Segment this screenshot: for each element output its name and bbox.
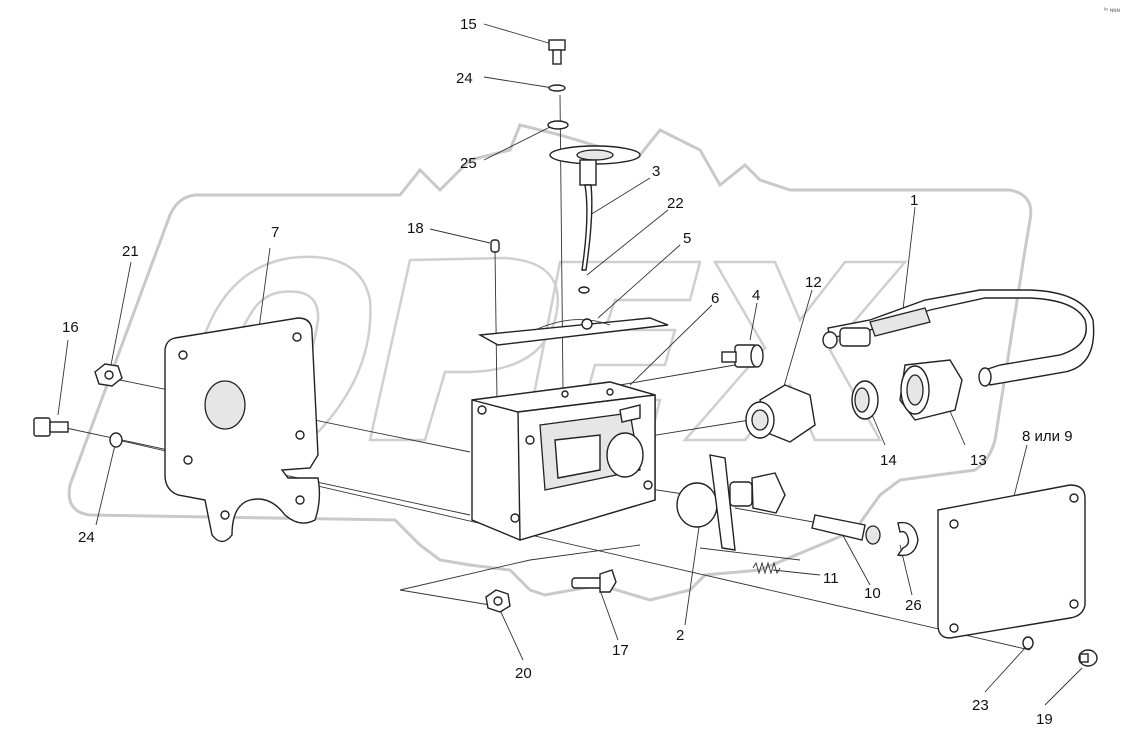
oring-22 bbox=[578, 286, 590, 294]
pin-18 bbox=[490, 239, 500, 253]
housing-6 bbox=[471, 381, 656, 541]
callout-25: 25 bbox=[460, 155, 477, 172]
callout-18: 18 bbox=[407, 220, 424, 237]
callout-3: 3 bbox=[652, 163, 660, 180]
cover-8-9 bbox=[937, 484, 1086, 639]
callout-labels: 1 2 3 4 5 6 7 8 или 9 10 11 12 13 14 15 … bbox=[62, 16, 1073, 728]
screw-19 bbox=[1078, 649, 1098, 667]
callout-22: 22 bbox=[667, 195, 684, 212]
watermark-gear bbox=[67, 123, 1033, 602]
callout-20: 20 bbox=[515, 665, 532, 682]
callout-15: 15 bbox=[460, 16, 477, 33]
bolt-17 bbox=[571, 569, 617, 593]
callout-21: 21 bbox=[122, 243, 139, 260]
callout-24-left: 24 bbox=[78, 529, 95, 546]
ring-14 bbox=[851, 380, 879, 420]
callout-16: 16 bbox=[62, 319, 79, 336]
circlip-26 bbox=[896, 521, 919, 557]
nut-20 bbox=[485, 589, 511, 613]
bolt-16 bbox=[33, 417, 69, 437]
washer-24-left bbox=[109, 432, 123, 448]
stem-10 bbox=[811, 514, 881, 545]
bracket-7 bbox=[164, 317, 321, 543]
callout-13: 13 bbox=[970, 452, 987, 469]
callout-1: 1 bbox=[910, 192, 918, 209]
callout-14: 14 bbox=[880, 452, 897, 469]
callout-23: 23 bbox=[972, 697, 989, 714]
spring-11 bbox=[752, 561, 781, 575]
tube-1 bbox=[822, 289, 1095, 387]
bolt-15 bbox=[548, 39, 566, 65]
gasket-5 bbox=[477, 317, 669, 346]
callout-11: 11 bbox=[823, 570, 839, 587]
fitting-4 bbox=[721, 344, 764, 368]
corner-mark: ᵏᵒ ɴɴɴ bbox=[1104, 7, 1120, 14]
washer-23 bbox=[1022, 636, 1034, 650]
callout-10: 10 bbox=[864, 585, 881, 602]
washer-24-top bbox=[548, 84, 566, 92]
union-12 bbox=[745, 384, 816, 443]
capnut-13 bbox=[899, 359, 963, 421]
callout-24-top: 24 bbox=[456, 70, 473, 87]
callout-12: 12 bbox=[805, 274, 822, 291]
callout-26: 26 bbox=[905, 597, 922, 614]
callout-19: 19 bbox=[1036, 711, 1053, 728]
callout-8-9: 8 или 9 bbox=[1022, 428, 1073, 445]
callout-17: 17 bbox=[612, 642, 629, 659]
nut-21 bbox=[94, 363, 123, 387]
sensor-3 bbox=[549, 145, 641, 271]
valve-2 bbox=[676, 454, 786, 551]
callout-2: 2 bbox=[676, 627, 684, 644]
callout-5: 5 bbox=[683, 230, 691, 247]
callout-4: 4 bbox=[752, 287, 760, 304]
callout-6: 6 bbox=[711, 290, 719, 307]
gasket-25 bbox=[547, 120, 569, 130]
callout-7: 7 bbox=[271, 224, 279, 241]
